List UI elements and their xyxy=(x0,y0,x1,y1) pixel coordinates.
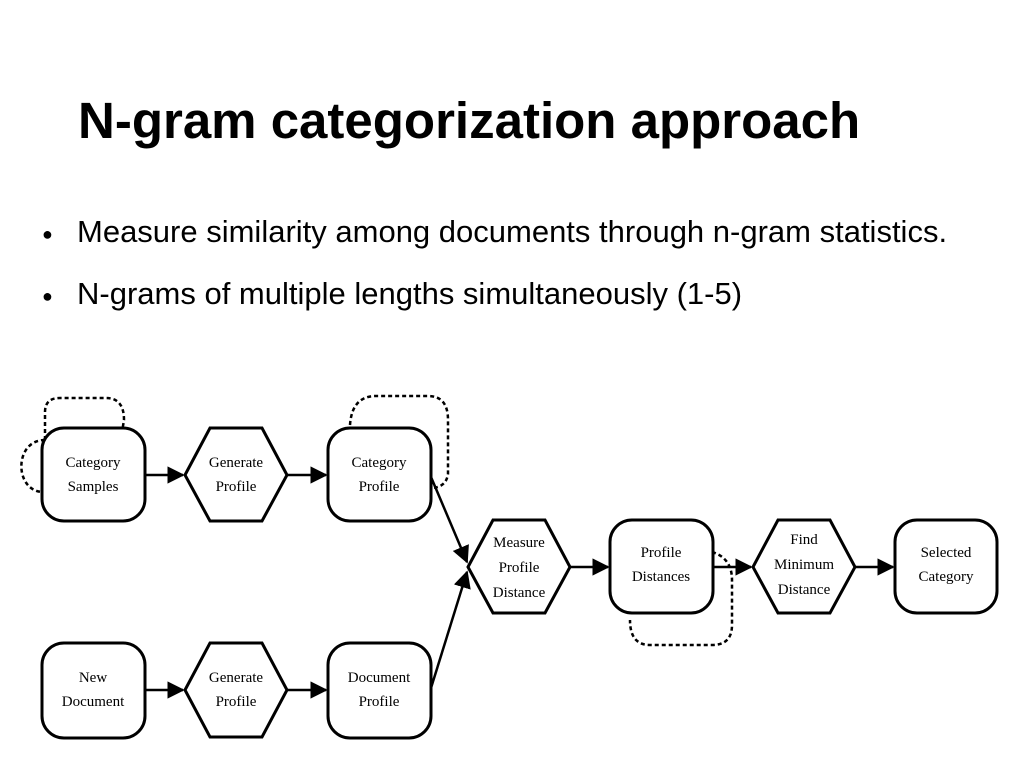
bullet-dot-icon: ● xyxy=(42,286,53,306)
bullet-list: ● Measure similarity among documents thr… xyxy=(40,213,1000,337)
profile-distances-node xyxy=(608,518,715,615)
category-profile-node xyxy=(326,426,433,523)
arrow-category-profile-to-measure xyxy=(429,476,469,564)
slide-title: N-gram categorization approach xyxy=(78,92,861,149)
document-profile-node xyxy=(326,641,433,740)
new-document-node xyxy=(40,641,147,740)
generate-profile-top-node xyxy=(183,426,289,523)
bullet-item: ● N-grams of multiple lengths simultaneo… xyxy=(40,275,1000,313)
samples-loop-dashed xyxy=(20,396,126,494)
arrow-document-profile-to-measure xyxy=(429,570,471,689)
generate-profile-bottom-node xyxy=(183,641,289,739)
distances-loop-dashed xyxy=(628,550,734,647)
bullet-text: Measure similarity among documents throu… xyxy=(77,214,948,249)
category-samples-node xyxy=(40,426,147,523)
bullet-dot-icon: ● xyxy=(42,224,53,244)
selected-category-node xyxy=(893,518,999,615)
bullet-item: ● Measure similarity among documents thr… xyxy=(40,213,1000,251)
bullet-text: N-grams of multiple lengths simultaneous… xyxy=(77,276,743,311)
profile-loop-dashed xyxy=(348,394,450,490)
